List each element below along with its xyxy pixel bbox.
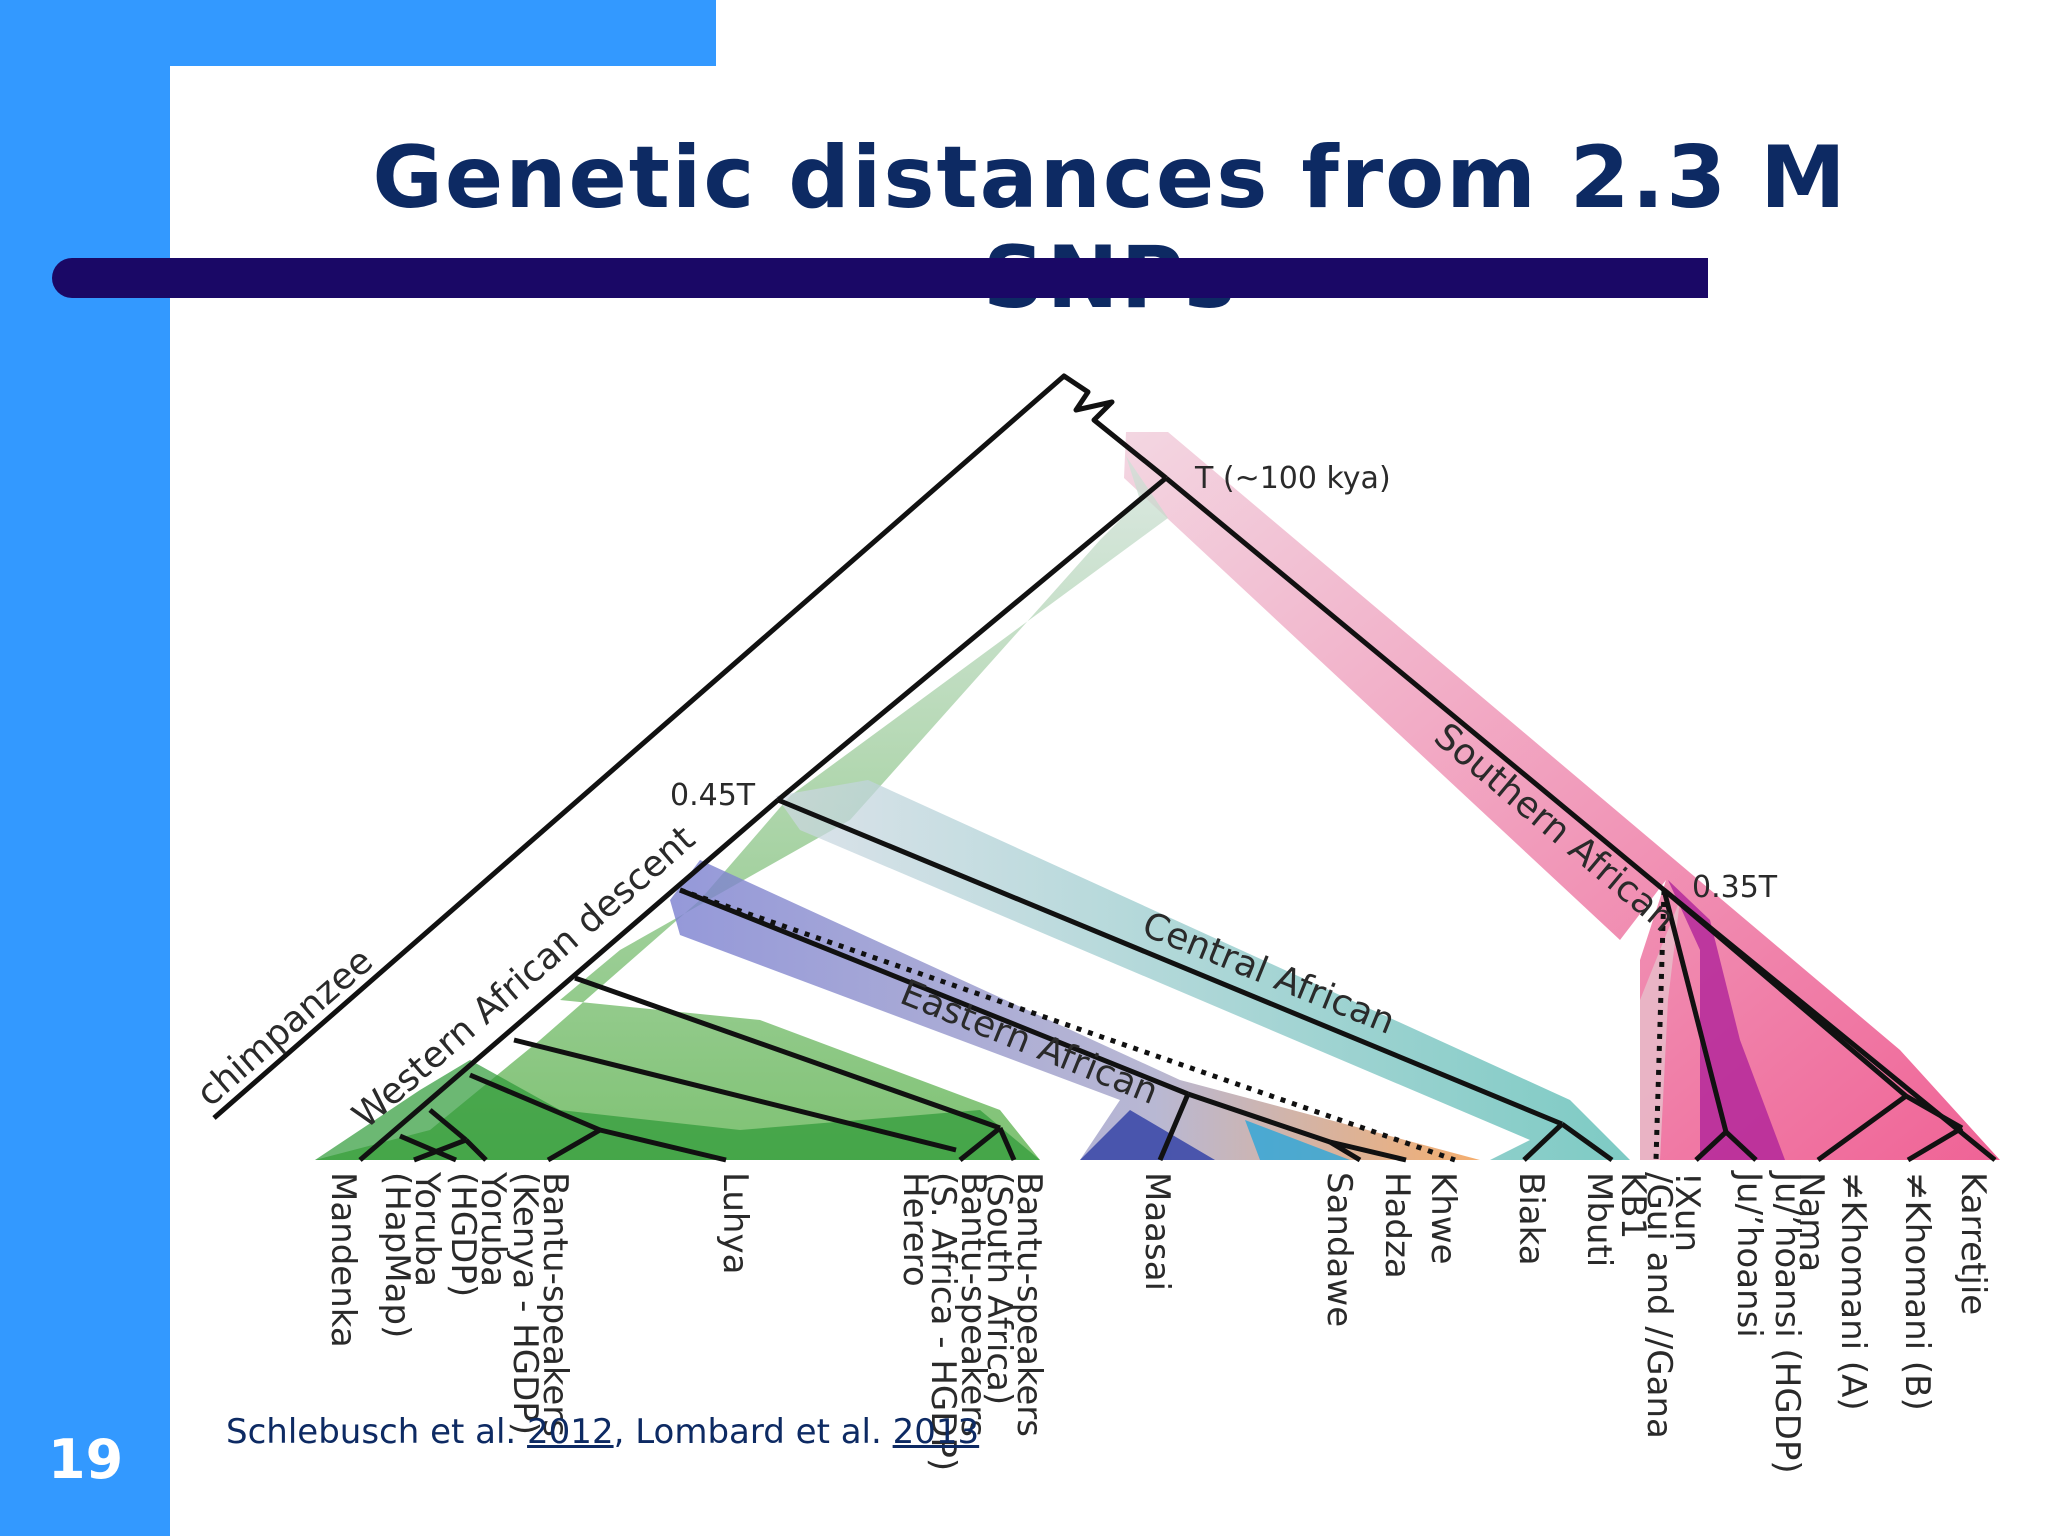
left-sidebar-bar (0, 0, 170, 1536)
pop-label-yoruba-hapmap-sub: (HapMap) (377, 1172, 417, 1338)
pop-label-juhoansi: Ju/’hoansi (1729, 1170, 1769, 1338)
pop-label-bantu-kenya: Bantu-speakers (535, 1172, 575, 1437)
page-number: 19 (48, 1428, 124, 1491)
pop-label-maasai: Maasai (1137, 1172, 1177, 1291)
pop-label-khomani-b: ≠Khomani (B) (1897, 1172, 1937, 1411)
pop-label-bantu-safrica-hgdp-sub: (S. Africa - HGDP) (923, 1172, 963, 1471)
pop-label-xun: !Xun (1667, 1172, 1707, 1252)
group-label-southern: Southern African (1426, 715, 1683, 940)
pop-label-gui-gana: /Gui and //Gana (1639, 1172, 1679, 1439)
pop-label-hadza: Hadza (1377, 1172, 1417, 1279)
top-accent-bar (0, 0, 716, 66)
pop-label-yoruba-hgdp-sub: (HGDP) (443, 1172, 483, 1297)
title-underline-rule (52, 258, 1708, 298)
node-label-045t: 0.45T (670, 778, 756, 813)
content-panel (170, 66, 2048, 1536)
eastern-african-band (670, 860, 1480, 1160)
pop-label-biaka: Biaka (1511, 1172, 1551, 1266)
citation-link-2012[interactable]: 2012 (527, 1412, 614, 1452)
citation: Schlebusch et al. 2012, Lombard et al. 2… (226, 1412, 979, 1452)
pop-label-khomani-a: ≠Khomani (A) (1833, 1172, 1873, 1411)
citation-authors-2: Lombard et al. (635, 1412, 893, 1452)
pop-label-luhya: Luhya (715, 1172, 755, 1274)
pop-label-mbuti: Mbuti (1579, 1172, 1619, 1267)
pop-label-mandenka: Mandenka (323, 1172, 363, 1348)
node-label-035t: 0.35T (1692, 870, 1778, 905)
western-african-band (315, 456, 1168, 1160)
outgroup-label: chimpanzee (189, 940, 381, 1114)
pop-label-khwe: Khwe (1423, 1172, 1463, 1265)
citation-authors-1: Schlebusch et al. (226, 1412, 528, 1452)
pop-label-bantu-south-africa-sub: (South Africa) (979, 1172, 1019, 1405)
citation-separator: , (613, 1412, 636, 1452)
pop-label-yoruba-hgdp: Yoruba (473, 1171, 513, 1287)
pop-label-juhoansi-hgdp: Ju/’hoansi (HGDP) (1767, 1170, 1807, 1474)
pop-label-karretjie: Karretjie (1953, 1172, 1993, 1315)
pop-label-yoruba-hapmap: Yoruba (407, 1171, 447, 1287)
citation-link-2013[interactable]: 2013 (892, 1412, 980, 1452)
pop-label-sandawe: Sandawe (1319, 1172, 1359, 1327)
dotted-migration-lines (679, 887, 1667, 1163)
pop-label-herero: Herero (895, 1172, 935, 1287)
pop-label-nama: Nama (1791, 1172, 1831, 1272)
pop-label-bantu-south-africa: Bantu-speakers (1009, 1172, 1049, 1437)
root-node-label: T (~100 kya) (1194, 461, 1391, 496)
pop-label-bantu-kenya-sub: (Kenya - HGDP) (505, 1172, 545, 1435)
pop-label-kb1: KB1 (1613, 1172, 1653, 1239)
southern-african-band (1124, 432, 2000, 1160)
pop-label-bantu-safrica-hgdp: Bantu-speakers (953, 1172, 993, 1437)
